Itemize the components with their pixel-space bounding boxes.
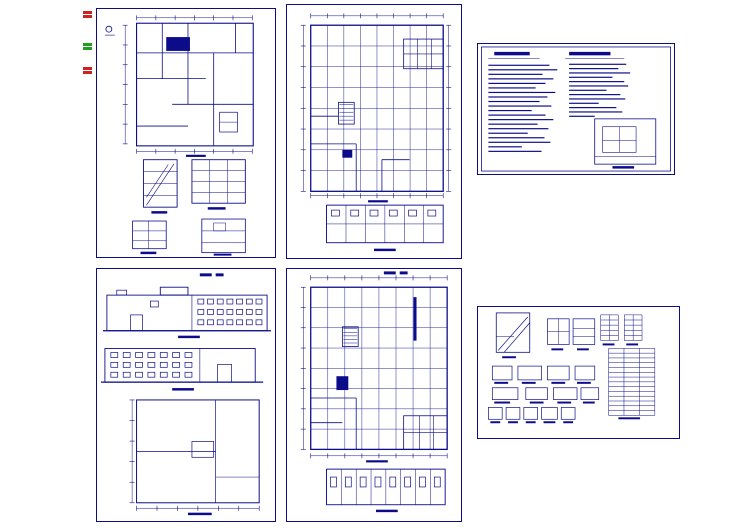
mark-bar: [83, 43, 92, 46]
stair-detail: [495, 312, 531, 353]
drawing-captions: [140, 154, 232, 256]
plan-dim-ticks-right: [446, 24, 452, 192]
mark-bar: [83, 71, 92, 74]
plan-dim-ticks-bottom: [310, 193, 444, 199]
caption-bar: [612, 166, 635, 169]
small-detail-a: [547, 318, 570, 345]
hatched-area: [342, 149, 353, 158]
annex-grid: [326, 204, 444, 243]
building-section: [191, 159, 246, 204]
plan-dim-ticks-left: [122, 24, 128, 145]
schedule-table-large: [608, 348, 656, 416]
detail-drawing-1: [132, 220, 167, 250]
notes-heading-left: [494, 51, 530, 56]
annex-fixtures: [330, 476, 441, 488]
small-detail-b: [572, 318, 596, 345]
roof-dim-ticks-left: [129, 399, 135, 504]
mark-bar: [83, 67, 92, 70]
corner-symbol: [104, 25, 115, 36]
stair-hatch: [343, 328, 358, 344]
mark-bar: [83, 15, 92, 18]
caption-bar: [187, 512, 212, 516]
plan-dim-ticks-left: [300, 286, 306, 450]
front-elevation-windows: [197, 298, 263, 326]
sheet-elevations-roof-plan: [96, 268, 276, 522]
caption-bar: [178, 335, 200, 339]
annex-grid: [326, 468, 446, 505]
caption-bar: [172, 388, 194, 391]
roof-dim-ticks-bottom: [136, 505, 260, 511]
detail-row-2: [491, 387, 600, 400]
annex-fixtures: [331, 209, 437, 217]
notes-text-column-2: [569, 63, 631, 117]
column-grid: [310, 24, 444, 192]
plan-dim-ticks-top: [310, 275, 448, 281]
plan-dim-ticks-top: [310, 13, 444, 19]
roof-plan: [136, 399, 260, 504]
sheet-second-floor-plan: [286, 268, 462, 522]
notes-heading-right: [569, 51, 611, 56]
sheet-construction-details: [477, 306, 680, 439]
sheet-header-marks: [199, 273, 224, 277]
margin-mark-red-1: [83, 11, 92, 18]
detail-captions: [490, 343, 641, 424]
plan-dim-ticks-bottom: [136, 148, 253, 154]
inner-frame: [481, 46, 671, 172]
sheet-header-marks: [383, 271, 408, 275]
plan-dim-ticks-bottom: [310, 453, 448, 459]
caption-bar: [375, 509, 398, 513]
detail-drawing-2: [201, 218, 246, 254]
notes-text-column-1: [488, 64, 558, 152]
sheet-large-floor-plan: [286, 4, 462, 259]
plan-dim-ticks-top: [136, 15, 253, 21]
main-floor-plan: [310, 286, 448, 451]
caption-bar: [366, 460, 388, 463]
detail-row-1: [491, 365, 596, 381]
main-floor-plan: [136, 22, 254, 147]
sheet-general-notes: [477, 43, 675, 175]
margin-mark-red-2: [83, 67, 92, 74]
side-elevation-windows: [110, 352, 193, 378]
schedule-table-small-1: [600, 314, 619, 341]
plan-dim-ticks-left: [300, 24, 306, 192]
detail-row-3: [488, 407, 576, 420]
shear-wall: [413, 297, 417, 341]
main-floor-plan: [310, 24, 444, 192]
schedule-table-small-2: [624, 314, 643, 341]
stair-hatch: [339, 104, 354, 121]
front-elevation: [102, 286, 272, 332]
side-elevation: [100, 348, 264, 383]
stair-section: [143, 159, 178, 208]
mark-bar: [83, 11, 92, 14]
sheet-plan-and-sections: [96, 8, 276, 258]
column-grid: [310, 287, 448, 450]
hatched-area: [336, 376, 349, 391]
drawing-captions: [368, 200, 396, 252]
mark-bar: [83, 47, 92, 50]
margin-mark-green: [83, 43, 92, 50]
key-plan-detail: [594, 118, 657, 169]
hatched-core: [166, 37, 190, 51]
